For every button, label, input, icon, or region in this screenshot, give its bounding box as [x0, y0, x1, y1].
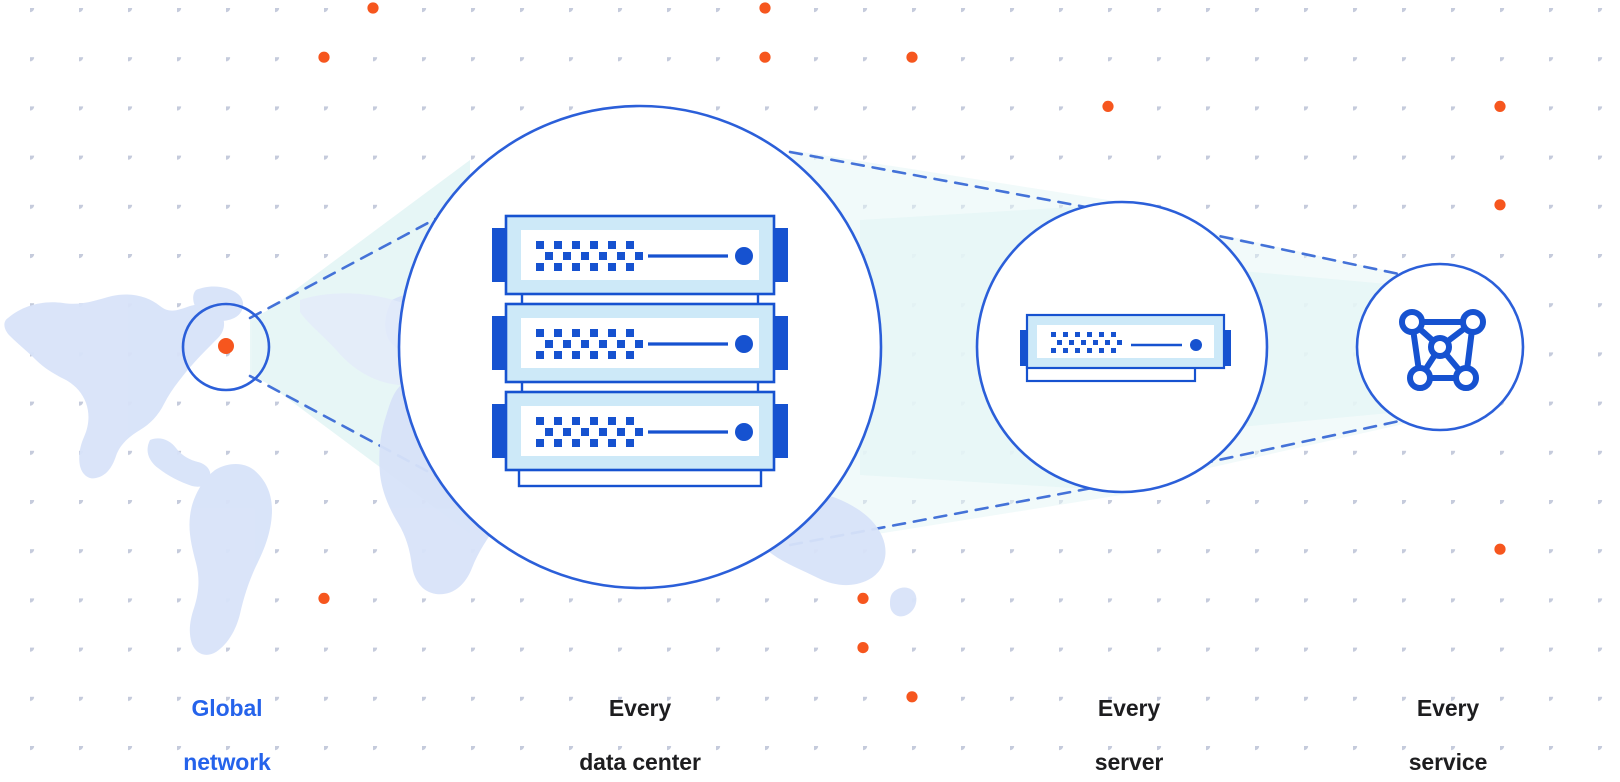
rack-unit-1: [492, 214, 788, 296]
rack-unit-1-led-matrix: [536, 241, 643, 271]
dot-grid-highlight: [1494, 543, 1506, 555]
label-every-data-center: Every data center: [540, 668, 740, 782]
dot-grid-highlight: [1494, 199, 1506, 211]
rack-unit-2: [492, 302, 788, 384]
label-global-network-line-1: Global: [191, 695, 263, 721]
global-network-circle: [181, 302, 271, 392]
dot-grid-highlight: [906, 691, 918, 703]
dot-grid-highlight: [906, 51, 918, 63]
data-center-circle: [397, 104, 883, 590]
label-every-service-line-2: service: [1408, 749, 1488, 775]
dot-grid-highlight: [367, 2, 379, 14]
dot-grid-highlight: [1494, 100, 1506, 112]
label-every-data-center-line-1: Every: [608, 695, 672, 721]
server-rack-icon: [492, 214, 788, 488]
server-led-matrix: [1051, 332, 1122, 353]
label-every-server: Every server: [1029, 668, 1229, 782]
server-circle: [975, 200, 1269, 494]
label-every-service-line-1: Every: [1416, 695, 1480, 721]
dot-grid-highlight: [759, 2, 771, 14]
label-every-server-line-1: Every: [1097, 695, 1161, 721]
service-circle: [1355, 262, 1525, 432]
map-location-marker: [218, 338, 234, 354]
dot-grid-highlight: [857, 642, 869, 654]
label-every-service: Every service: [1348, 668, 1548, 782]
rack-unit-3: [492, 390, 788, 472]
rack-unit-3-led-matrix: [536, 417, 643, 447]
dot-grid-highlight: [857, 592, 869, 605]
rack-unit-2-led-matrix: [536, 329, 643, 359]
dot-grid-highlight: [318, 51, 330, 63]
dot-grid-highlight: [318, 592, 330, 605]
label-every-data-center-line-2: data center: [579, 749, 701, 775]
label-global-network-line-2: network: [183, 749, 271, 775]
label-global-network: Global network: [127, 668, 327, 782]
dot-grid-highlight: [1102, 100, 1114, 112]
dot-grid-highlight: [759, 51, 771, 63]
network-graph-icon: [1399, 309, 1486, 391]
single-server-icon: [1020, 313, 1231, 383]
label-every-server-line-2: server: [1094, 749, 1164, 775]
